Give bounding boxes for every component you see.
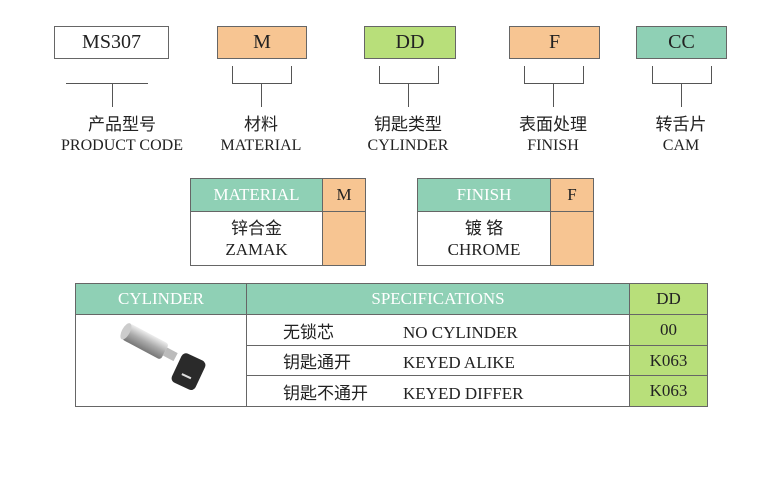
connector xyxy=(583,66,584,83)
code-box-material: M xyxy=(217,26,307,59)
cylinder-header: CYLINDER xyxy=(75,283,247,315)
dd-header: DD xyxy=(629,283,708,315)
connector xyxy=(379,83,439,84)
connector xyxy=(652,83,712,84)
cylinder-key-icon xyxy=(120,323,206,391)
connector xyxy=(66,83,148,84)
connector xyxy=(553,83,554,107)
dd-code: 00 xyxy=(629,314,708,346)
connector xyxy=(438,66,439,83)
material-code: M xyxy=(322,178,366,212)
dd-code: K063 xyxy=(629,345,708,376)
code-box-cylinder: DD xyxy=(364,26,456,59)
connector xyxy=(291,66,292,83)
connector xyxy=(232,66,233,83)
finish-swatch xyxy=(550,211,594,266)
material-header: MATERIAL xyxy=(190,178,323,212)
cylinder-image xyxy=(75,314,247,407)
connector xyxy=(379,66,380,83)
connector xyxy=(652,66,653,83)
connector xyxy=(232,83,292,84)
spec-header: SPECIFICATIONS xyxy=(246,283,630,315)
code-box-product: MS307 xyxy=(54,26,169,59)
connector xyxy=(524,83,584,84)
connector xyxy=(711,66,712,83)
connector xyxy=(681,83,682,107)
code-box-finish: F xyxy=(509,26,600,59)
finish-code: F xyxy=(550,178,594,212)
connector xyxy=(261,83,262,107)
connector xyxy=(112,83,113,107)
code-box-cam: CC xyxy=(636,26,727,59)
dd-code: K063 xyxy=(629,375,708,407)
material-swatch xyxy=(322,211,366,266)
connector xyxy=(524,66,525,83)
connector xyxy=(408,83,409,107)
finish-header: FINISH xyxy=(417,178,551,212)
